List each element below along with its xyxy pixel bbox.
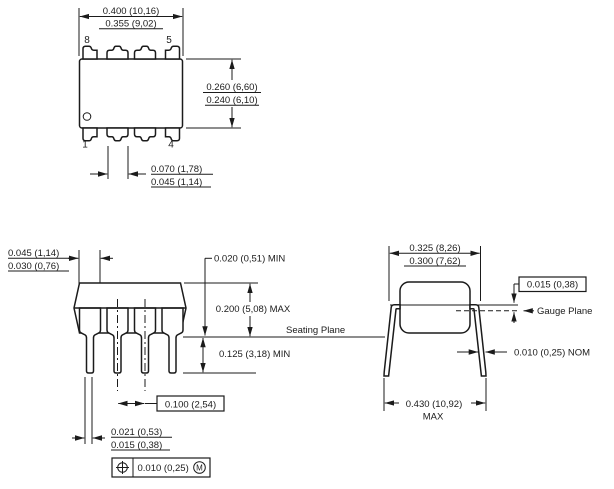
pin-number-5: 5 (166, 35, 172, 46)
pin-number-1: 1 (82, 140, 88, 151)
fcf-tolerance-value: 0.010 (0,25) (138, 463, 189, 474)
pin-number-8: 8 (84, 35, 90, 46)
end-view: 0.325 (8,26) 0.300 (7,62) Gauge Plane 0.… (383, 243, 592, 423)
dim-shoulder-min: 0.030 (0,76) (8, 261, 59, 272)
lead-4 (161, 307, 184, 374)
dim-body-width-min: 0.355 (9,02) (105, 19, 156, 30)
dim-standoff: 0.020 (0,51) MIN (214, 254, 285, 265)
dim-span-min: 0.300 (7,62) (409, 256, 460, 267)
mmc-modifier-icon: M (193, 461, 206, 474)
pin-5 (164, 45, 181, 60)
end-view-lead-right (469, 304, 487, 377)
seating-plane-label: Seating Plane (286, 325, 345, 336)
pin-6 (133, 45, 157, 60)
dim-pin-width-max: 0.070 (1,78) (151, 164, 202, 175)
fcf-modifier-letter: M (196, 464, 203, 473)
top-view: 0.400 (10,16) 0.355 (9,02) 8 5 1 4 0.260… (78, 6, 261, 188)
dim-overall-width: 0.430 (10,92) (406, 399, 463, 410)
fcf-box (111, 457, 211, 478)
feature-control-frame: 0.010 (0,25) M (111, 457, 211, 478)
dim-box (156, 395, 225, 412)
dim-shoulder-max: 0.045 (1,14) (8, 248, 59, 259)
dim-body-height: 0.200 (5,08) MAX (216, 304, 291, 315)
front-view: 0.045 (1,14) 0.030 (0,76) 0.020 (0,51) M… (8, 248, 385, 478)
pin-2 (106, 127, 129, 142)
package-body-end-view (399, 281, 471, 334)
pin1-indicator-dot (82, 112, 92, 121)
dim-span-max: 0.325 (8,26) (409, 243, 460, 254)
end-view-lead-left (383, 304, 401, 377)
gauge-plane-label: Gauge Plane (537, 306, 592, 317)
pin-number-4: 4 (168, 140, 174, 151)
dim-pin-width-min: 0.045 (1,14) (151, 177, 202, 188)
dim-lead-tip-max: 0.021 (0,53) (111, 427, 162, 438)
dim-body-height-min: 0.240 (6,10) (206, 95, 257, 106)
true-position-icon (116, 461, 129, 474)
pin-7 (106, 45, 129, 60)
lead-1 (78, 307, 102, 374)
pin-3 (133, 127, 157, 142)
dim-lead-pitch: 0.100 (2,54) (165, 400, 216, 411)
package-body-top-view (78, 58, 184, 129)
dim-lead-length: 0.125 (3,18) MIN (219, 349, 290, 360)
dim-overall-width-suffix: MAX (423, 412, 444, 423)
dim-body-width-max: 0.400 (10,16) (103, 6, 160, 17)
dim-lead-thickness: 0.010 (0,25) NOM (514, 348, 590, 359)
pin-8 (82, 45, 98, 60)
dim-body-height-max: 0.260 (6,60) (206, 82, 257, 93)
dim-gauge-offset: 0.015 (0,38) (527, 280, 578, 291)
dim-lead-tip-min: 0.015 (0,38) (111, 440, 162, 451)
